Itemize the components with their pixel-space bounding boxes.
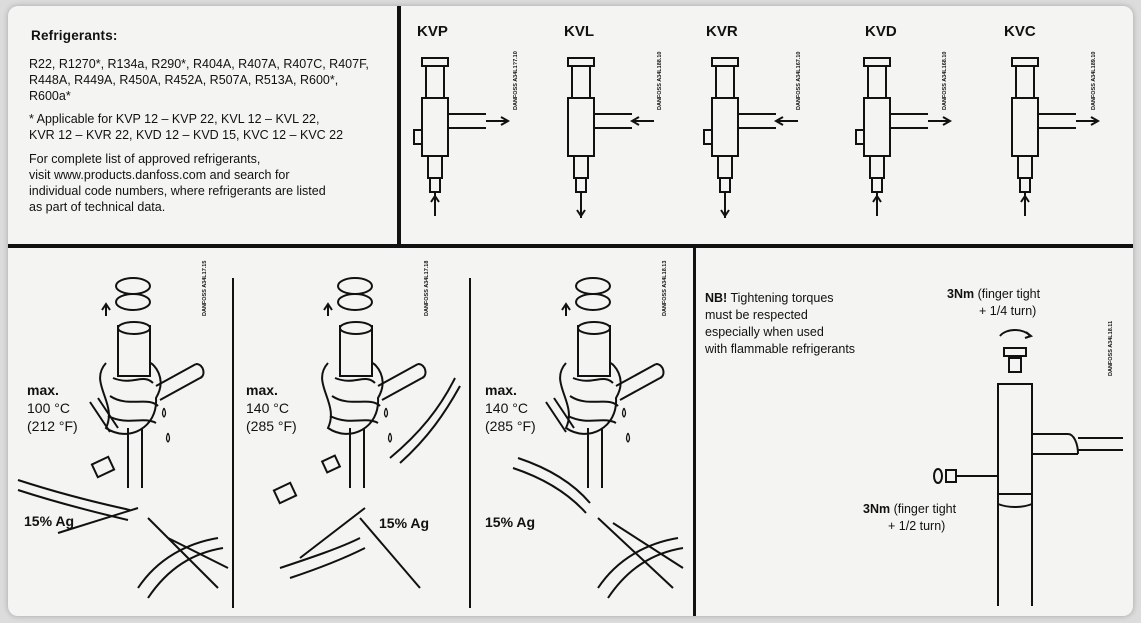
top-torque-rest: (finger tight (974, 287, 1041, 301)
instruction-sheet: Refrigerants: R22, R1270*, R134a, R290*,… (8, 6, 1133, 616)
max-temp-c-1: 100 °C (27, 400, 70, 416)
brazing-code-2: DANFOSS A34L17.18 (424, 260, 430, 316)
horizontal-divider (8, 244, 1133, 248)
panel-divider-2 (469, 278, 471, 608)
brazing-illustration-1 (17, 277, 229, 599)
silver-label-2: 15% Ag (379, 515, 430, 531)
torque-note-line-2: must be respected (705, 308, 808, 322)
approved-line-2: visit www.products.danfoss.com and searc… (29, 168, 290, 182)
brazing-illustration-3 (512, 277, 684, 599)
applicability-note-line-1: * Applicable for KVP 12 – KVP 22, KVL 12… (29, 112, 320, 126)
side-torque-value: 3Nm (863, 502, 891, 516)
refrigerants-heading: Refrigerants: (31, 28, 118, 43)
max-temp-f-1: (212 °F) (27, 418, 78, 434)
panel-divider-1 (232, 278, 234, 608)
side-torque-line-2: + 1/2 turn) (888, 519, 946, 533)
top-torque-line-1: 3Nm (finger tight (947, 287, 1040, 302)
max-label-1: max. (27, 382, 59, 398)
refrigerant-list-line-2: R448A, R449A, R450A, R452A, R507A, R513A… (29, 73, 339, 87)
torque-note-line-4: with flammable refrigerants (705, 342, 856, 356)
vertical-divider-top (397, 6, 401, 246)
vertical-divider-bottom (693, 246, 696, 616)
model-label-kvp: KVP (417, 23, 448, 40)
model-label-kvr: KVR (706, 23, 738, 40)
max-label-3: max. (485, 382, 517, 398)
refrigerant-list-line-3: R600a* (29, 89, 71, 103)
side-torque-rest: (finger tight (890, 502, 957, 516)
approved-line-3: individual code numbers, where refrigera… (29, 184, 326, 198)
torque-note-bold: NB! (705, 291, 728, 305)
max-temp-f-2: (285 °F) (246, 418, 297, 434)
valve-diagram-kvd (855, 57, 953, 216)
torque-note-line-1: NB! Tightening torques (705, 291, 834, 306)
brazing-code-1: DANFOSS A34L17.15 (202, 260, 208, 316)
max-temp-c-3: 140 °C (485, 400, 528, 416)
brazing-illustration-2 (272, 277, 461, 589)
side-torque-line-1: 3Nm (finger tight (863, 502, 956, 517)
model-label-kvd: KVD (865, 23, 897, 40)
brazing-code-3: DANFOSS A34L18.13 (662, 260, 668, 316)
top-torque-value: 3Nm (947, 287, 975, 301)
max-temp-c-2: 140 °C (246, 400, 289, 416)
valve-diagram-kvp (413, 57, 511, 216)
torque-valve-diagram (933, 329, 1123, 606)
top-torque-line-2: + 1/4 turn) (979, 304, 1037, 318)
approved-line-1: For complete list of approved refrigeran… (29, 152, 261, 166)
model-label-kvl: KVL (564, 23, 594, 40)
torque-note-line-3: especially when used (705, 325, 824, 339)
model-label-kvc: KVC (1004, 23, 1036, 40)
silver-label-3: 15% Ag (485, 514, 536, 530)
valve-diagram-kvl (567, 57, 654, 218)
max-label-2: max. (246, 382, 278, 398)
max-temp-f-3: (285 °F) (485, 418, 536, 434)
valve-diagram-kvc (1011, 57, 1101, 216)
valve-diagram-kvr (703, 57, 798, 218)
approved-line-4: as part of technical data. (29, 200, 166, 214)
applicability-note-line-2: KVR 12 – KVR 22, KVD 12 – KVD 15, KVC 12… (29, 128, 344, 142)
refrigerant-list-line-1: R22, R1270*, R134a, R290*, R404A, R407A,… (29, 57, 369, 71)
torque-note-rest: Tightening torques (727, 291, 834, 305)
silver-label-1: 15% Ag (24, 513, 75, 529)
